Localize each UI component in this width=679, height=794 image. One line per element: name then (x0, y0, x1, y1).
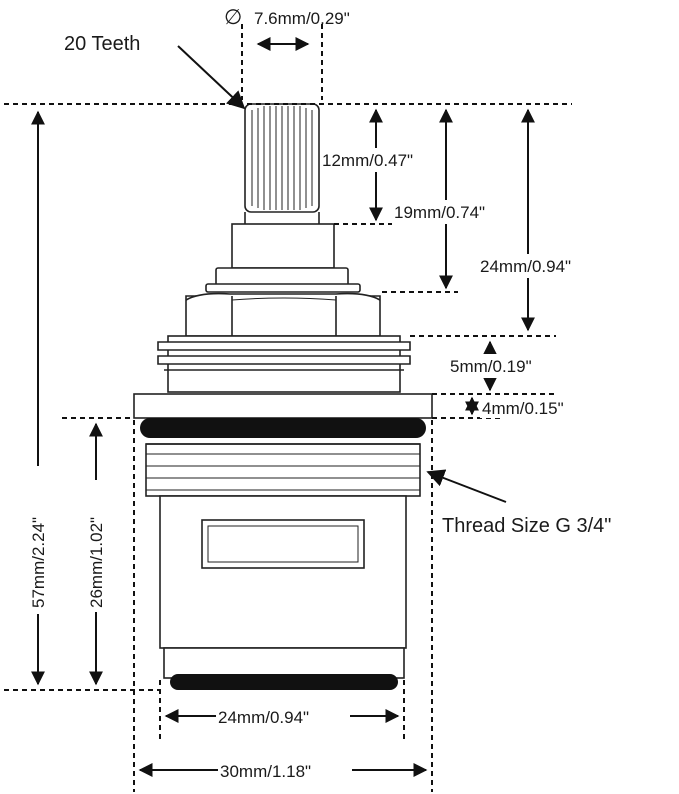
top-height-label: 24mm/0.94" (480, 257, 571, 276)
teeth-pointer-arrow (177, 45, 246, 110)
bottom-ring (163, 647, 405, 679)
stem-length-label: 19mm/0.74" (394, 203, 485, 222)
body-height-label: 26mm/1.02" (87, 517, 106, 608)
total-height-label: 57mm/2.24" (29, 517, 48, 608)
upper-thread-label: 5mm/0.19" (450, 357, 532, 376)
dimension-labels: ∅ 7.6mm/0.29" 20 Teeth 12mm/0.47" 19mm/0… (29, 6, 611, 781)
diameter-symbol: ∅ (224, 6, 242, 29)
cartridge-body (159, 495, 407, 649)
flange (133, 393, 433, 419)
flange-width-label: 30mm/1.18" (220, 762, 311, 781)
upper-thread (157, 335, 411, 393)
flange-label: 4mm/0.15" (482, 399, 564, 418)
lower-thread (145, 443, 421, 497)
splined-stem (244, 103, 320, 213)
bottom-width-label: 24mm/0.94" (218, 708, 309, 727)
hex-nut (185, 292, 381, 337)
stem-shank (231, 223, 335, 269)
teeth-label: 20 Teeth (64, 33, 140, 55)
cartridge-drawing (133, 103, 433, 690)
extension-lines (4, 24, 572, 792)
thread-size-label: Thread Size G 3/4" (442, 515, 611, 537)
o-ring (140, 418, 426, 438)
spline-length-label: 12mm/0.47" (322, 151, 413, 170)
label-backgrounds (26, 148, 608, 782)
bottom-seal (170, 674, 398, 690)
thread-pointer-arrow (426, 469, 507, 503)
stem-diameter-label: 7.6mm/0.29" (254, 9, 350, 28)
